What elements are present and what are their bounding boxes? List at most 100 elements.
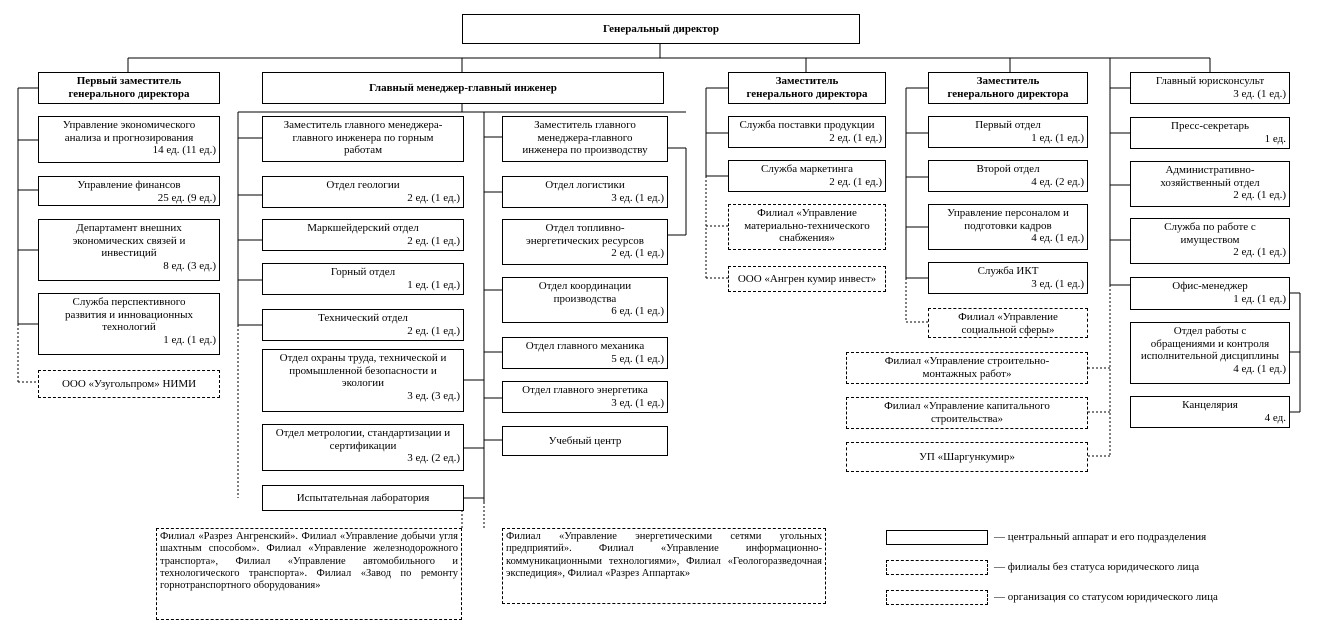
mining-unit: Отдел охраны труда, технической и промыш…: [262, 349, 464, 412]
deputy-mining-box: Заместитель главного менеджера- главного…: [262, 116, 464, 162]
unit-staff: 1 ед.: [1264, 132, 1286, 145]
unit-staff: 1 ед. (1 ед.): [1233, 292, 1286, 305]
col4-unit: Первый отдел 1 ед. (1 ед.): [928, 116, 1088, 148]
unit-staff: 4 ед. (2 ед.): [1031, 175, 1084, 188]
capital-construction-branch-name: Филиал «Управление капитального строител…: [884, 400, 1050, 425]
unit-staff: 4 ед. (1 ед.): [1233, 362, 1286, 375]
legend-central-swatch: [886, 530, 988, 545]
production-unit: Отдел логистики 3 ед. (1 ед.): [502, 176, 668, 208]
first-deputy-title: Первый заместитель генерального директор…: [68, 75, 190, 100]
col4-unit: Второй отдел 4 ед. (2 ед.): [928, 160, 1088, 192]
production-unit: Отдел координации производства 6 ед. (1 …: [502, 277, 668, 323]
mining-unit: Отдел метрологии, стандартизации и серти…: [262, 424, 464, 471]
general-director-box: Генеральный директор: [462, 14, 860, 44]
legend-legal-swatch: [886, 590, 988, 605]
col3-legal-entity-box: ООО «Ангрен кумир инвест»: [728, 266, 886, 292]
unit-staff: 3 ед. (1 ед.): [611, 191, 664, 204]
col4-unit: Служба ИКТ 3 ед. (1 ед.): [928, 262, 1088, 294]
col3-branch-name: Филиал «Управление материально-техническ…: [744, 207, 870, 244]
unit-name: Отдел координации производства: [538, 280, 632, 305]
legal-entity-name: ООО «Узугольпром» НИМИ: [61, 378, 197, 390]
unit-staff: 3 ед. (1 ед.): [1031, 277, 1084, 290]
unit-name: Служба ИКТ: [977, 265, 1039, 277]
legend-legal-label: — организация со статусом юридического л…: [994, 591, 1218, 603]
unit-name: Служба маркетинга: [760, 163, 854, 175]
mining-branches-box: Филиал «Разрез Ангренский». Филиал «Упра…: [156, 528, 462, 620]
legend-branches-label: — филиалы без статуса юридического лица: [994, 561, 1200, 573]
unit-name: Пресс-секретарь: [1171, 120, 1249, 132]
unit-name: Служба перспективного развития и инновац…: [65, 296, 193, 333]
unit-staff: 5 ед. (1 ед.): [611, 352, 664, 365]
unit-staff: 2 ед. (1 ед.): [829, 131, 882, 144]
mining-unit: Маркшейдерский отдел 2 ед. (1 ед.): [262, 219, 464, 251]
col5-unit: Канцелярия 4 ед.: [1130, 396, 1290, 428]
shargunkumir-box: УП «Шаргункумир»: [846, 442, 1088, 472]
legal-entity-box: ООО «Узугольпром» НИМИ: [38, 370, 220, 398]
col1-unit: Управление экономического анализа и прог…: [38, 116, 220, 163]
deputy-gd-2-box: Заместитель генерального директора: [928, 72, 1088, 104]
col5-unit: Пресс-секретарь 1 ед.: [1130, 117, 1290, 149]
col5-unit: Административно- хозяйственный отдел 2 е…: [1130, 161, 1290, 207]
unit-staff: 2 ед. (1 ед.): [1233, 246, 1286, 258]
unit-staff: 1 ед. (1 ед.): [407, 278, 460, 291]
unit-staff: 6 ед. (1 ед.): [611, 305, 664, 317]
legend-central-label: — центральный аппарат и его подразделени…: [994, 531, 1207, 543]
unit-name: Отдел охраны труда, технической и промыш…: [279, 352, 447, 389]
chief-manager-title: Главный менеджер-главный инженер: [369, 82, 557, 94]
unit-staff: 4 ед. (1 ед.): [1031, 232, 1084, 244]
unit-name: Главный юрисконсульт: [1155, 75, 1265, 87]
mining-unit: Отдел геологии 2 ед. (1 ед.): [262, 176, 464, 208]
col3-unit: Служба поставки продукции 2 ед. (1 ед.): [728, 116, 886, 148]
col5-unit: Главный юрисконсульт 3 ед. (1 ед.): [1130, 72, 1290, 104]
unit-staff: 2 ед. (1 ед.): [407, 191, 460, 204]
shargunkumir-name: УП «Шаргункумир»: [919, 451, 1015, 463]
unit-staff: 2 ед. (1 ед.): [829, 175, 882, 188]
unit-name: Служба по работе с имуществом: [1164, 221, 1256, 246]
unit-name: Первый отдел: [975, 119, 1041, 131]
unit-name: Департамент внешних экономических связей…: [72, 222, 186, 259]
unit-name: Испытательная лаборатория: [296, 492, 430, 504]
unit-name: Отдел геологии: [326, 179, 400, 191]
col4-branch-name: Филиал «Управление социальной сферы»: [958, 311, 1058, 336]
unit-staff: 3 ед. (2 ед.): [407, 452, 460, 464]
legend-branches-swatch: [886, 560, 988, 575]
mining-unit: Горный отдел 1 ед. (1 ед.): [262, 263, 464, 295]
unit-staff: 2 ед. (1 ед.): [1233, 189, 1286, 201]
unit-staff: 3 ед. (3 ед.): [407, 389, 460, 402]
col4-unit: Управление персоналом и подготовки кадро…: [928, 204, 1088, 250]
chief-manager-box: Главный менеджер-главный инженер: [262, 72, 664, 104]
unit-staff: 2 ед. (1 ед.): [611, 247, 664, 259]
deputy-production-box: Заместитель главного менеджера-главного …: [502, 116, 668, 162]
unit-staff: 2 ед. (1 ед.): [407, 234, 460, 247]
mining-branches-text: Филиал «Разрез Ангренский». Филиал «Упра…: [160, 531, 458, 592]
deputy-gd-title: Заместитель генерального директора: [746, 75, 868, 100]
production-branches-box: Филиал «Управление энергетическими сетям…: [502, 528, 826, 604]
unit-name: Отдел главного энергетика: [522, 384, 648, 396]
unit-name: Технический отдел: [318, 312, 408, 324]
unit-staff: 3 ед. (1 ед.): [1233, 87, 1286, 100]
unit-name: Отдел работы с обращениями и контроля ис…: [1140, 325, 1280, 362]
unit-staff: 8 ед. (3 ед.): [163, 259, 216, 272]
general-director-title: Генеральный директор: [602, 23, 720, 35]
unit-name: Управление финансов: [77, 179, 181, 191]
mining-unit: Испытательная лаборатория: [262, 485, 464, 511]
unit-name: Второй отдел: [976, 163, 1040, 175]
capital-construction-branch-box: Филиал «Управление капитального строител…: [846, 397, 1088, 429]
unit-staff: 3 ед. (1 ед.): [611, 396, 664, 409]
unit-staff: 1 ед. (1 ед.): [163, 333, 216, 346]
unit-name: Канцелярия: [1182, 399, 1238, 411]
col1-unit: Управление финансов 25 ед. (9 ед.): [38, 176, 220, 206]
production-unit: Отдел топливно- энергетических ресурсов …: [502, 219, 668, 265]
production-branches-text: Филиал «Управление энергетическими сетям…: [506, 531, 822, 579]
col5-unit: Служба по работе с имуществом 2 ед. (1 е…: [1130, 218, 1290, 264]
deputy-gd-box: Заместитель генерального директора: [728, 72, 886, 104]
production-unit: Учебный центр: [502, 426, 668, 456]
unit-staff: 2 ед. (1 ед.): [407, 324, 460, 337]
unit-name: Горный отдел: [330, 266, 396, 278]
construction-branch-box: Филиал «Управление строительно- монтажны…: [846, 352, 1088, 384]
construction-branch-name: Филиал «Управление строительно- монтажны…: [884, 355, 1050, 380]
unit-name: Отдел главного механика: [525, 340, 645, 352]
deputy-gd-2-title: Заместитель генерального директора: [947, 75, 1069, 100]
